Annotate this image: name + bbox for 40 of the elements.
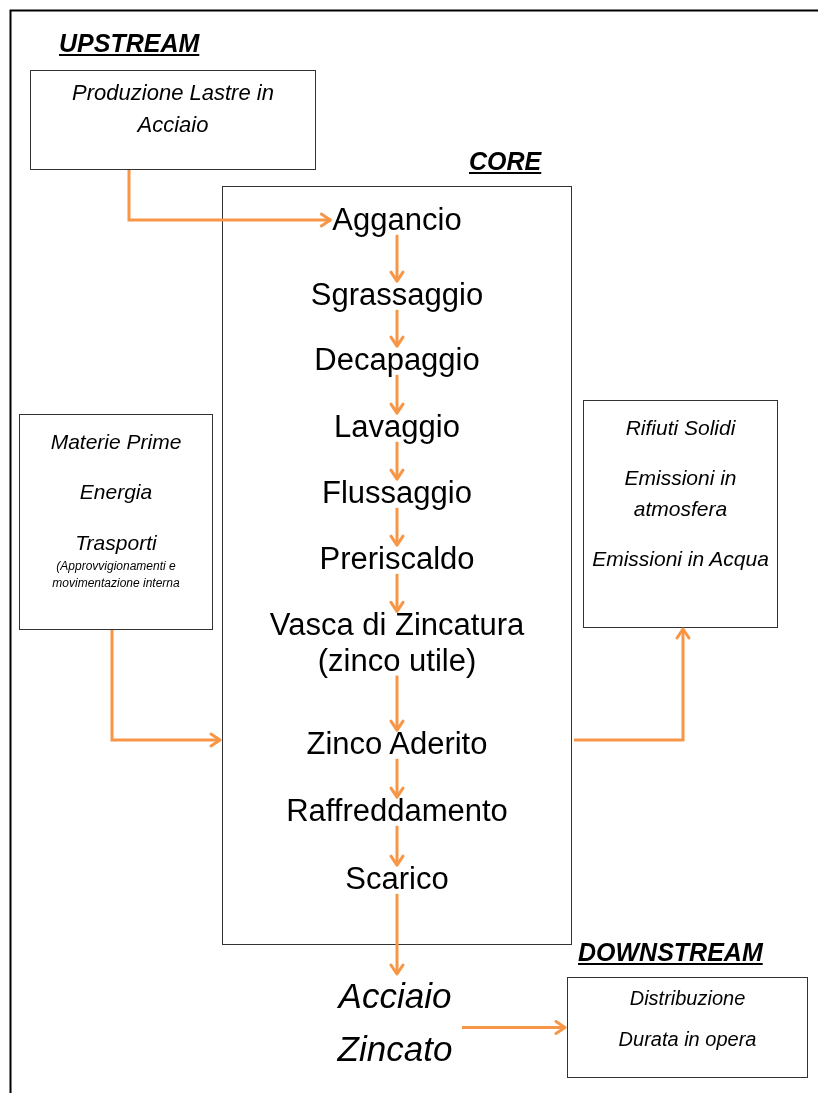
process-step: Scarico (345, 861, 449, 897)
arrow (127, 170, 332, 228)
arrow (389, 507, 405, 547)
arrow (389, 374, 405, 415)
process-step: Zinco Aderito (306, 726, 488, 762)
section-heading: DOWNSTREAM (578, 938, 763, 967)
arrow (389, 825, 405, 867)
arrow (462, 1020, 567, 1035)
arrow (389, 758, 405, 799)
flow-box (583, 400, 778, 628)
process-step: Preriscaldo (319, 541, 475, 577)
arrow (389, 893, 405, 976)
flow-text: Energia (78, 479, 154, 506)
flow-text: Materie Prime (49, 429, 183, 455)
arrow (389, 573, 405, 613)
flow-text: Trasporti (74, 529, 158, 556)
stage-text: Produzione Lastre in Acciaio (71, 79, 275, 139)
section-heading: UPSTREAM (59, 29, 200, 58)
stage-text: Durata in opera (617, 1027, 758, 1052)
arrow (389, 234, 405, 283)
process-step: Flussaggio (322, 475, 472, 511)
note-text: (Approvvigionamenti e movimentazione interna (51, 558, 181, 592)
stage-text: Distribuzione (628, 986, 747, 1011)
process-step: Decapaggio (314, 342, 480, 378)
flow-text: Emissioni in atmosfera (623, 465, 738, 522)
section-heading: CORE (469, 147, 542, 176)
arrow (389, 309, 405, 348)
arrow (110, 630, 222, 748)
process-step: Sgrassaggio (310, 277, 484, 313)
process-step: Vasca di Zincatura (zinco utile) (247, 607, 547, 679)
arrow (389, 675, 405, 732)
flow-text: Rifiuti Solidi (624, 415, 737, 441)
output-text: Acciaio Zincato (300, 970, 490, 1075)
flow-box (19, 414, 213, 630)
process-step: Aggancio (332, 202, 462, 238)
arrow (574, 627, 691, 742)
process-step: Lavaggio (334, 409, 460, 445)
process-step: Raffreddamento (286, 793, 508, 829)
flow-text: Emissioni in Acqua (591, 546, 770, 573)
arrow (389, 441, 405, 481)
